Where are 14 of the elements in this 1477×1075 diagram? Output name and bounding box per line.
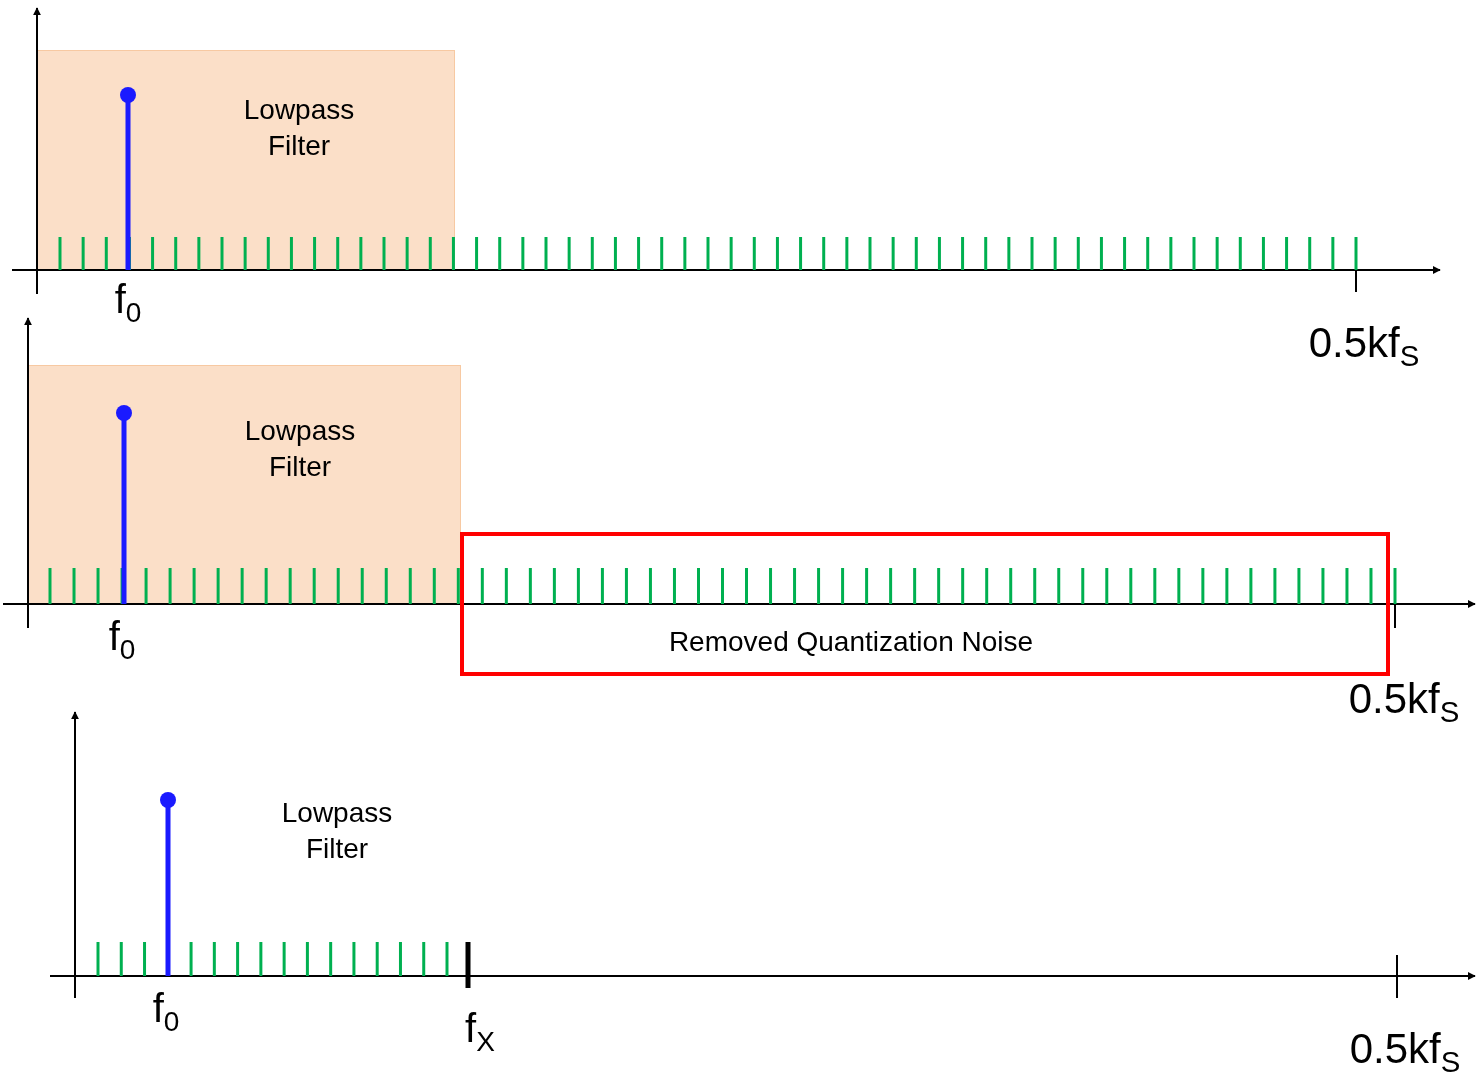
frequency-label: f$_{0}$ — [152, 986, 180, 1038]
filter-label: Lowpass Filter — [243, 414, 357, 484]
filter-label: Lowpass Filter — [280, 796, 394, 866]
noise-label: Removed Quantization Noise — [668, 625, 1034, 659]
frequency-label: f$_{0}$ — [114, 277, 142, 329]
frequency-label: f$_{X}$ — [465, 1006, 495, 1058]
lowpass-filter-band — [37, 50, 455, 270]
frequency-label: 0.5kf$_{S}$ — [1349, 1025, 1461, 1075]
lowpass-filter-band — [28, 365, 461, 604]
frequency-label: 0.5kf$_{S}$ — [1348, 675, 1460, 729]
highlight-box — [460, 532, 1390, 676]
frequency-label: f$_{0}$ — [108, 614, 136, 666]
frequency-label: 0.5kf$_{S}$ — [1308, 319, 1420, 373]
filter-label: Lowpass Filter — [242, 93, 356, 163]
